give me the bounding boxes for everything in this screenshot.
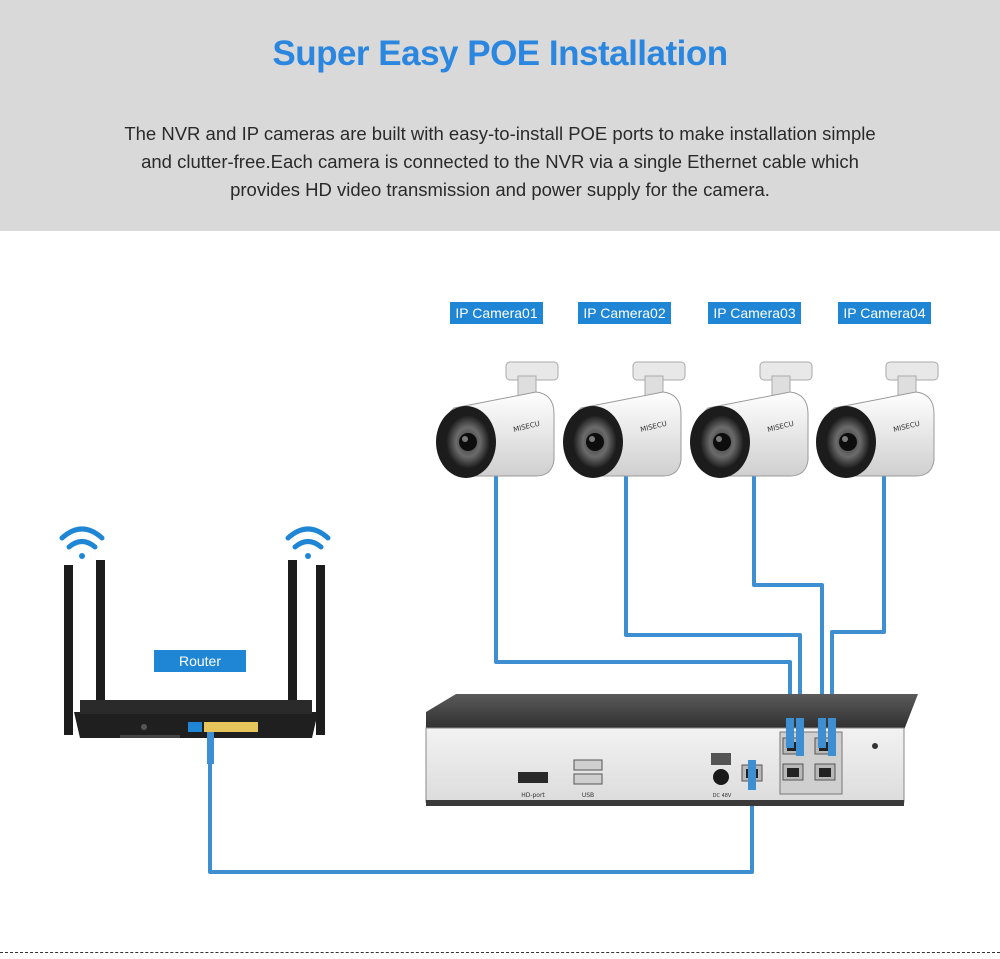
divider	[0, 952, 1000, 953]
camera-label-04: IP Camera04	[838, 302, 931, 324]
wifi-icon	[285, 526, 331, 559]
hdmi-port	[518, 772, 548, 783]
router	[64, 560, 325, 764]
description-line-1: The NVR and IP cameras are built with ea…	[124, 123, 876, 144]
camera-01	[435, 361, 559, 479]
router-label: Router	[154, 650, 246, 672]
description-line-2: and clutter-free.Each camera is connecte…	[141, 151, 859, 172]
camera-label-03: IP Camera03	[708, 302, 801, 324]
camera-02	[562, 361, 686, 479]
power-port	[713, 769, 729, 785]
usb-label: USB	[582, 792, 594, 799]
description: The NVR and IP cameras are built with ea…	[80, 120, 920, 204]
page-title: Super Easy POE Installation	[272, 34, 728, 73]
header-banner	[0, 0, 1000, 231]
power-label: DC 48V	[713, 793, 732, 799]
cable-router-nvr	[208, 735, 754, 874]
hdmi-label: HD-port	[521, 792, 545, 799]
cable-camera02	[624, 470, 802, 735]
cable-camera04	[830, 470, 886, 735]
camera-04	[815, 361, 939, 479]
camera-label-02: IP Camera02	[578, 302, 671, 324]
nvr-recorder	[425, 694, 918, 806]
camera-label-01: IP Camera01	[450, 302, 543, 324]
camera-03	[689, 361, 813, 479]
usb-port	[573, 759, 603, 771]
wifi-icon	[59, 526, 105, 559]
description-line-3: provides HD video transmission and power…	[230, 179, 770, 200]
cable-camera03	[752, 470, 824, 735]
